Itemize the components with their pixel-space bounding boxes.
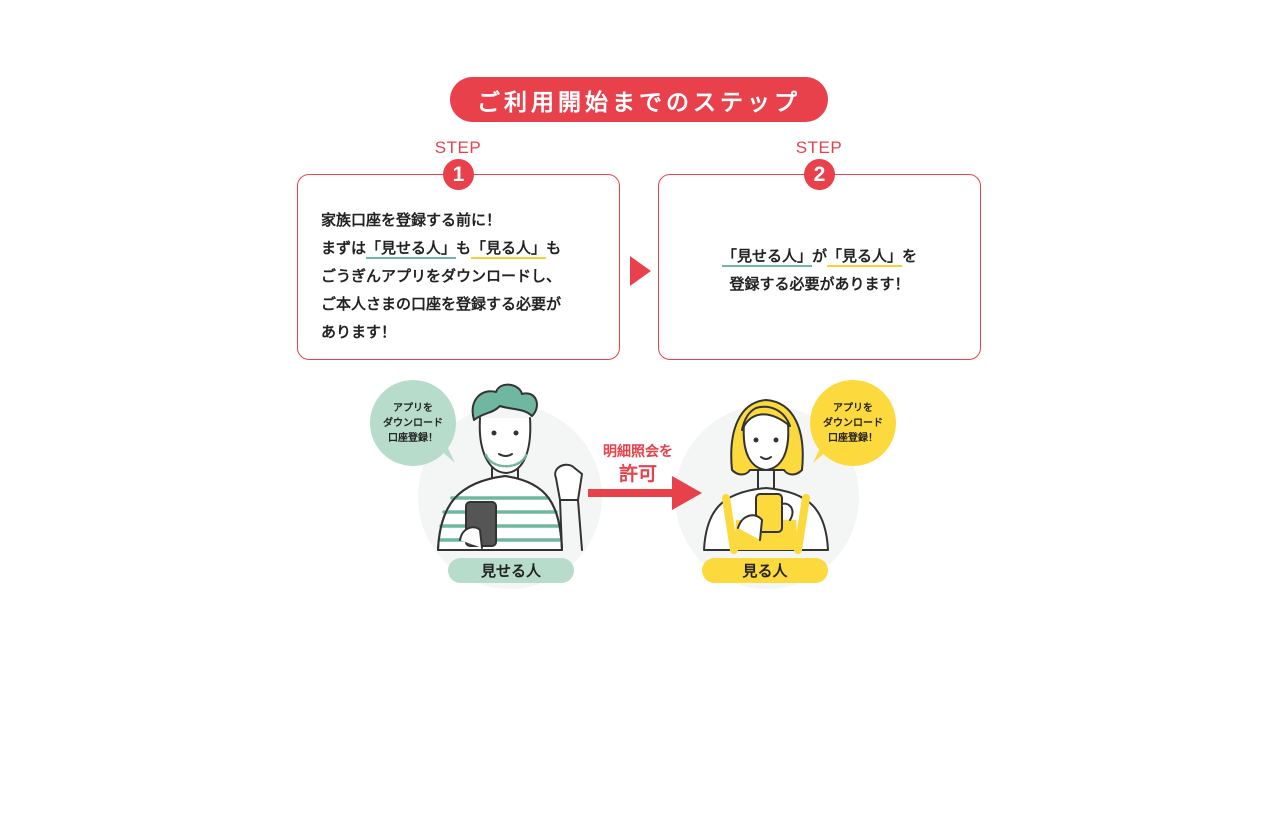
right-bubble-line2: ダウンロード [823,418,883,429]
right-bubble-line3: 口座登録！ [828,433,878,444]
see-person-highlight: 「見る人」 [827,247,903,267]
show-person-label: 見せる人 [448,558,574,583]
step1-line4: ご本人さまの口座を登録する必要が [321,295,562,313]
left-bubble-line1: アプリを [393,403,433,414]
left-bubble-line2: ダウンロード [383,418,443,429]
step1-label: STEP [434,138,482,157]
step2-number-badge: 2 [804,159,835,190]
next-step-arrow-icon [630,256,651,286]
permit-arrow-icon [588,476,702,510]
step2-label: STEP [795,138,843,157]
permit-label: 明細照会を 許可 [588,443,688,487]
step1-line1: 家族口座を登録する前に！ [321,211,502,229]
right-bubble-line1: アプリを [833,403,873,414]
step2-line2: 登録する必要があります！ [729,275,910,293]
step2-line1: 「見せる人」が「見る人」を [659,242,980,270]
woman-illustration-icon [703,399,829,554]
step1-number-badge: 1 [443,159,474,190]
man-illustration-icon [437,383,583,551]
left-speech-bubble-icon [370,380,456,466]
permit-line1: 明細照会を [603,444,673,460]
step2-card: 「見せる人」が「見る人」を 登録する必要があります！ [658,174,981,360]
see-person-label: 見る人 [702,558,828,583]
left-bubble-text: アプリを ダウンロード 口座登録！ [368,401,458,446]
show-person-highlight: 「見せる人」 [366,239,457,259]
step1-description: 家族口座を登録する前に！ まずは「見せる人」も「見る人」も ごうぎんアプリをダウ… [321,206,611,346]
show-person-highlight: 「見せる人」 [721,247,812,267]
step1-line2-mid: も [456,239,472,257]
step2-line1-post: を [902,247,918,265]
step2-line1-mid: が [811,247,827,265]
page-title: ご利用開始までのステップ [450,77,828,122]
step1-line2: まずは「見せる人」も「見る人」も [321,234,611,262]
see-person-highlight: 「見る人」 [471,239,547,259]
step1-line5: あります！ [321,323,397,341]
left-bubble-line3: 口座登録！ [388,433,438,444]
right-speech-bubble-icon [810,380,896,466]
step1-line3: ごうぎんアプリをダウンロードし、 [321,267,562,285]
step2-description: 「見せる人」が「見る人」を 登録する必要があります！ [659,242,980,298]
step1-line2-post: も [546,239,562,257]
permit-line2: 許可 [618,463,657,485]
right-bubble-text: アプリを ダウンロード 口座登録！ [808,401,898,446]
step1-line2-pre: まずは [321,239,367,257]
